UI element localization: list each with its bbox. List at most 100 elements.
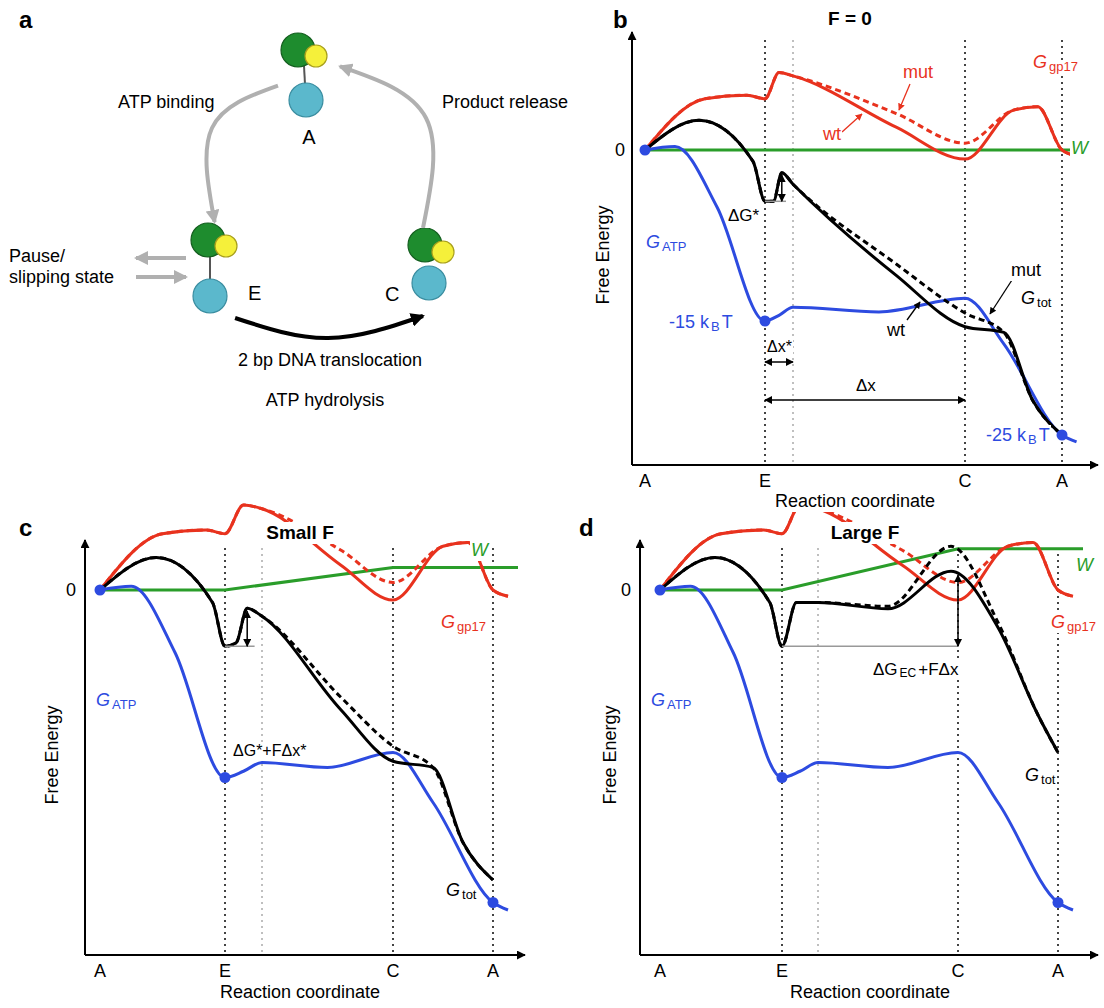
figure-label: W <box>470 540 489 561</box>
figure-label: E <box>775 961 789 982</box>
figure-label: wt <box>886 320 906 341</box>
figure-label: Free Energy <box>593 204 614 305</box>
figure-label: F = 0 <box>827 8 873 30</box>
state-dot <box>95 585 106 596</box>
figure-label: W <box>1070 138 1089 159</box>
total-wt-curve <box>660 558 1058 753</box>
linker <box>209 256 211 279</box>
figure-label: gp17 <box>456 620 487 635</box>
figure-label: +FΔx <box>917 660 959 680</box>
figure-label: tot <box>1036 296 1052 311</box>
distance-arrow <box>765 361 793 363</box>
state-dot <box>1057 430 1068 441</box>
domain-circle <box>289 83 323 117</box>
state-dot <box>488 897 499 908</box>
x-axis <box>640 954 1098 956</box>
state-dot <box>760 316 771 327</box>
figure-label: Large F <box>830 522 901 544</box>
x-axis <box>632 464 1098 466</box>
figure-label: -15 k <box>668 312 710 333</box>
dotted-guide <box>781 548 783 955</box>
figure-label: Small F <box>265 522 335 544</box>
gp17-wt-curve <box>100 505 508 600</box>
figure-label: Reaction coordinate <box>789 982 951 1003</box>
leader-line <box>907 302 920 320</box>
figure-label: ΔG <box>872 660 899 680</box>
figure-label: G <box>1020 288 1036 309</box>
figure-label: T <box>721 312 734 333</box>
figure-label: ATP <box>111 698 137 713</box>
domain-circle <box>412 266 446 300</box>
state-dot <box>640 145 651 156</box>
total-mut-curve <box>100 558 493 881</box>
figure-label: C <box>386 961 401 982</box>
figure-label: G <box>645 232 661 253</box>
reaction-arrow <box>206 86 278 222</box>
gp17-mut-curve <box>660 505 1073 596</box>
energy-panel <box>640 505 1098 955</box>
figure-label: T <box>1038 425 1051 446</box>
dotted-guide <box>817 548 819 955</box>
work-curve <box>660 549 1083 590</box>
figure-label: 0 <box>65 580 77 601</box>
y-axis <box>639 540 641 955</box>
figure-label: b <box>612 6 629 34</box>
figure-label: ATP <box>661 240 687 255</box>
reaction-arrow <box>235 316 423 338</box>
atp-curve <box>660 586 1073 910</box>
figure-label: c <box>18 514 33 542</box>
dotted-guide <box>224 548 226 955</box>
figure-label: ATP hydrolysis <box>265 390 385 411</box>
dotted-guide <box>492 548 494 955</box>
figure-label: B <box>1027 433 1038 448</box>
energy-panel <box>632 32 1098 465</box>
figure-label: Reaction coordinate <box>219 982 381 1003</box>
y-axis <box>631 32 633 465</box>
figure-label: C <box>958 471 973 492</box>
figure-label: mut <box>1010 260 1042 281</box>
state-dot <box>777 772 788 783</box>
figure-label: -25 k <box>985 425 1027 446</box>
figure-label: ΔG*+FΔx* <box>232 742 307 760</box>
leader-line <box>899 84 910 110</box>
edge-label: 2 bp DNA translocation <box>238 350 422 371</box>
figure-label: gp17 <box>1066 620 1097 635</box>
total-mut-curve <box>645 120 1062 435</box>
state-label: E <box>248 282 261 305</box>
figure-label: G <box>440 612 456 633</box>
figure-label: Pause/ slipping state <box>8 246 132 287</box>
state-label: A <box>302 126 315 149</box>
figure-label: A <box>1055 471 1069 492</box>
figure-label: A <box>638 471 652 492</box>
figure-label: 0 <box>614 140 626 161</box>
figure-label: W <box>1075 555 1094 576</box>
figure-label: A <box>93 961 107 982</box>
gp17-wt-curve <box>645 72 1077 159</box>
figure-label: G <box>95 690 111 711</box>
figure-label: ATP <box>666 698 692 713</box>
gp17-mut-curve <box>645 72 1077 155</box>
energy-panel <box>85 505 525 955</box>
dotted-guide <box>964 40 966 465</box>
figure-label: A <box>653 961 667 982</box>
domain-circle <box>193 279 227 313</box>
work-curve <box>645 149 1081 152</box>
figure-label: B <box>710 320 721 335</box>
barrier-arrow <box>781 175 783 201</box>
figure-label: A <box>486 961 500 982</box>
linker <box>304 66 305 84</box>
figure-label: EC <box>899 667 918 681</box>
edge-label: Product release <box>442 92 568 113</box>
domain-circle <box>215 235 237 257</box>
figure-label: a <box>18 6 33 34</box>
gp17-wt-curve <box>660 505 1073 600</box>
atp-curve <box>645 147 1077 442</box>
figure-label: gp17 <box>1048 60 1079 75</box>
figure-label: G <box>1032 52 1048 73</box>
state-molecule: C <box>383 228 463 316</box>
figure-label: A <box>1051 961 1065 982</box>
leader-line <box>990 280 1012 314</box>
